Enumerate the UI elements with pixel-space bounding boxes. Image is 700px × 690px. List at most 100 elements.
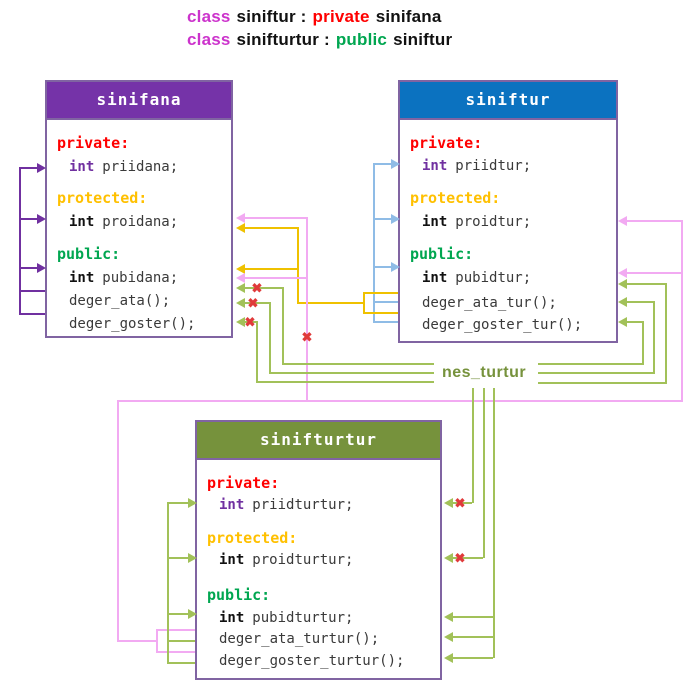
member-deger-ata-tur: deger_ata_tur(); bbox=[422, 294, 557, 312]
arrowhead-left-icon bbox=[444, 498, 453, 508]
section-public: public: bbox=[207, 586, 271, 604]
connector-line bbox=[665, 283, 667, 384]
title-base-class: siniftur bbox=[393, 30, 453, 49]
connector-line bbox=[626, 220, 681, 222]
connector-line bbox=[681, 220, 683, 402]
class-header-sinifana: sinifana bbox=[47, 82, 231, 120]
keyword-int: int bbox=[219, 610, 245, 626]
arrowhead-left-icon bbox=[444, 632, 453, 642]
keyword-int: int bbox=[422, 214, 448, 230]
connector-line bbox=[373, 266, 391, 268]
class-header-sinifturtur: sinifturtur bbox=[197, 422, 440, 460]
connector-line bbox=[282, 363, 434, 365]
connector-line bbox=[244, 268, 297, 270]
arrowhead-right-icon bbox=[37, 263, 46, 273]
member-name: pubidturtur; bbox=[252, 610, 354, 626]
title-base-class: sinifana bbox=[375, 7, 442, 26]
class-header-siniftur: siniftur bbox=[400, 82, 616, 120]
blocked-access-x-icon: ✖ bbox=[247, 295, 259, 311]
object-label-nes-turtur: nes_turtur bbox=[431, 362, 537, 384]
member-deger-ata: deger_ata(); bbox=[69, 292, 170, 310]
connector-line bbox=[452, 557, 483, 559]
arrowhead-right-icon bbox=[391, 214, 400, 224]
keyword-int: int bbox=[219, 497, 245, 513]
connector-line bbox=[306, 217, 308, 402]
connector-line bbox=[256, 381, 434, 383]
member-name: priidtur; bbox=[455, 158, 532, 174]
connector-line bbox=[297, 302, 365, 304]
connector-line bbox=[373, 163, 375, 323]
member-name: deger_goster_tur(); bbox=[422, 317, 583, 333]
connector-line bbox=[452, 616, 493, 618]
connector-line bbox=[167, 502, 188, 504]
member-name: priidturtur; bbox=[252, 497, 354, 513]
arrowhead-left-icon bbox=[236, 264, 245, 274]
connector-line bbox=[626, 272, 681, 274]
connector-line bbox=[19, 290, 45, 292]
keyword-int: int bbox=[219, 552, 245, 568]
member-pubidturtur: int pubidturtur; bbox=[219, 609, 353, 627]
blocked-access-x-icon: ✖ bbox=[454, 495, 466, 511]
connector-line bbox=[156, 629, 158, 653]
member-deger-ata-turtur: deger_ata_turtur(); bbox=[219, 630, 379, 648]
connector-line bbox=[363, 312, 398, 314]
connector-line bbox=[483, 388, 485, 558]
member-deger-goster-tur: deger_goster_tur(); bbox=[422, 316, 582, 334]
connector-line bbox=[156, 629, 195, 631]
member-deger-goster-turtur: deger_goster_turtur(); bbox=[219, 652, 404, 670]
arrowhead-left-icon bbox=[444, 553, 453, 563]
arrowhead-left-icon bbox=[236, 283, 245, 293]
member-name: deger_goster_turtur(); bbox=[219, 653, 405, 669]
arrowhead-left-icon bbox=[618, 279, 627, 289]
connector-line bbox=[19, 218, 37, 220]
connector-line bbox=[244, 227, 297, 229]
keyword-int: int bbox=[69, 159, 95, 175]
arrowhead-right-icon bbox=[188, 553, 197, 563]
arrowhead-right-icon bbox=[188, 609, 197, 619]
member-name: deger_goster(); bbox=[69, 316, 196, 332]
arrowhead-left-icon bbox=[618, 268, 627, 278]
member-name: pubidtur; bbox=[455, 270, 532, 286]
connector-line bbox=[626, 321, 643, 323]
arrowhead-left-icon bbox=[444, 612, 453, 622]
connector-line bbox=[156, 651, 195, 653]
connector-line bbox=[256, 321, 258, 383]
member-deger-goster: deger_goster(); bbox=[69, 315, 195, 333]
keyword-int: int bbox=[422, 270, 448, 286]
connector-line bbox=[626, 283, 666, 285]
section-protected: protected: bbox=[207, 529, 298, 547]
blocked-access-x-icon: ✖ bbox=[251, 280, 263, 296]
member-priidturtur: int priidturtur; bbox=[219, 496, 353, 514]
class-box-sinifana: sinifana private: int priidana; protected… bbox=[45, 80, 233, 338]
connector-line bbox=[642, 321, 644, 365]
member-name: pubidana; bbox=[102, 270, 179, 286]
connector-line bbox=[493, 388, 495, 658]
arrowhead-left-icon bbox=[236, 273, 245, 283]
section-public: public: bbox=[57, 245, 121, 263]
member-pubidtur: int pubidtur; bbox=[422, 269, 531, 287]
blocked-access-x-icon: ✖ bbox=[301, 329, 313, 345]
section-private: private: bbox=[57, 134, 130, 152]
connector-line bbox=[538, 382, 667, 384]
connector-line bbox=[452, 636, 493, 638]
arrowhead-left-icon bbox=[236, 298, 245, 308]
title-access-specifier: private bbox=[312, 7, 370, 26]
arrowhead-left-icon bbox=[618, 216, 627, 226]
arrowhead-right-icon bbox=[37, 163, 46, 173]
connector-line bbox=[452, 502, 472, 504]
arrowhead-left-icon bbox=[618, 297, 627, 307]
member-name: priidana; bbox=[102, 159, 179, 175]
connector-line bbox=[167, 613, 188, 615]
connector-line bbox=[653, 301, 655, 374]
arrowhead-right-icon bbox=[188, 498, 197, 508]
connector-line bbox=[19, 167, 37, 169]
connector-line bbox=[117, 400, 119, 642]
section-protected: protected: bbox=[57, 189, 148, 207]
section-private: private: bbox=[410, 134, 483, 152]
title-access-specifier: public bbox=[335, 30, 388, 49]
section-private: private: bbox=[207, 474, 280, 492]
